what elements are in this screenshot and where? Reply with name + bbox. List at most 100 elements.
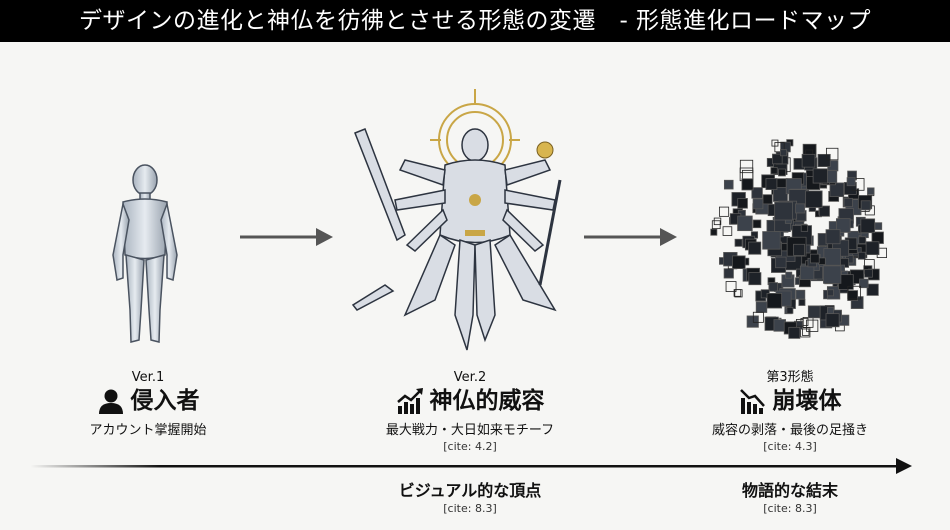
pixel-fragment (846, 177, 856, 187)
timeline-label-1: ビジュアル的な頂点 [cite: 8.3] (350, 480, 590, 516)
pixel-fragment (805, 190, 823, 208)
stage-name: 崩壊体 (772, 388, 842, 414)
stage-version: 第3形態 (766, 370, 814, 385)
pixel-fragment (711, 220, 721, 230)
pixel-fragment (732, 255, 746, 269)
pixel-fragment (827, 289, 834, 297)
pixel-fragment (806, 319, 819, 332)
pixel-fragment (774, 142, 785, 153)
pixel-fragment (725, 281, 737, 292)
stage-name: 侵入者 (130, 388, 200, 414)
pixel-fragment (817, 153, 831, 168)
pixel-fragment (827, 306, 834, 314)
pixel-fragment (864, 268, 873, 278)
pixel-fragment (860, 218, 876, 234)
stage-1: Ver.1 侵入者 アカウント掌握開始 (18, 370, 278, 440)
pixel-fragment (748, 272, 762, 286)
timeline-label: ビジュアル的な頂点 (398, 481, 542, 500)
person-icon (98, 389, 123, 414)
pixel-fragment (723, 268, 734, 279)
pixel-fragment (765, 178, 778, 190)
pixel-fragment (775, 256, 787, 269)
pixel-fragment (772, 153, 783, 165)
timeline-label-2: 物語的な結末 [cite: 8.3] (670, 480, 910, 516)
pixel-fragment (802, 328, 810, 336)
pixel-fragment (818, 257, 826, 265)
pixel-fragment (825, 229, 841, 245)
pixel-fragment (799, 265, 815, 280)
pixel-fragment (762, 194, 773, 205)
pixel-fragment (788, 326, 801, 339)
pixel-fragment (766, 292, 783, 309)
pixel-fragment (773, 319, 786, 332)
stage-description: 威容の剥落・最後の足掻き (711, 423, 868, 438)
pixel-fragment (718, 206, 730, 217)
stage-version: Ver.1 (131, 370, 165, 385)
disintegrating-form-illustration (710, 139, 887, 339)
stage-2: Ver.2 神仏的威容 最大戦力・大日如来モチーフ [cite: 4.2] (340, 370, 600, 454)
humanoid-figure-illustration (112, 164, 178, 343)
stage-cite: [cite: 4.2] (443, 440, 497, 453)
timeline-label: 物語的な結末 (741, 481, 838, 500)
progression-arrow-2 (584, 228, 677, 246)
pixel-fragment (867, 187, 875, 195)
stage-description: アカウント掌握開始 (89, 423, 207, 438)
stage-cite: [cite: 4.3] (763, 440, 817, 453)
pixel-fragment (825, 147, 839, 161)
pixel-fragment (737, 198, 748, 209)
chart-down-icon (739, 389, 765, 414)
pixel-fragment (751, 187, 763, 199)
chart-up-icon (396, 388, 423, 414)
pixel-fragment (774, 201, 793, 221)
progression-arrow-1 (240, 228, 333, 246)
pixel-fragment (733, 289, 742, 297)
pixel-fragment (710, 228, 718, 236)
pixel-fragment (847, 285, 862, 300)
pixel-fragment (795, 203, 806, 214)
pixel-fragment (857, 251, 866, 260)
pixel-fragment (786, 306, 794, 314)
pixel-fragment (801, 153, 816, 168)
pixel-fragment (800, 224, 809, 232)
pixel-fragment (825, 313, 840, 328)
stage-name: 神仏的威容 (429, 388, 545, 414)
pixel-fragment (843, 197, 853, 208)
pixel-fragment (722, 226, 733, 236)
pixel-fragment (874, 222, 883, 230)
pixel-fragment (770, 167, 778, 175)
pixel-fragment (778, 168, 786, 177)
pixel-fragment (755, 301, 768, 313)
pixel-fragment (866, 283, 879, 296)
pixel-fragment (734, 238, 743, 247)
pixel-fragment (748, 241, 762, 255)
pixel-fragment (860, 200, 871, 211)
pixel-fragment (818, 205, 830, 217)
pixel-fragment (810, 253, 820, 264)
timeline-cite: [cite: 8.3] (763, 502, 817, 515)
pixel-fragment (713, 217, 722, 226)
pixel-fragment (768, 282, 778, 292)
pixel-fragment (823, 248, 841, 266)
pixel-fragment (762, 231, 781, 250)
deity-figure-illustration (351, 89, 562, 351)
pixel-fragment (798, 298, 806, 306)
pixel-fragment (807, 305, 821, 319)
stage-3: 第3形態 崩壊体 威容の剥落・最後の足掻き [cite: 4.3] (660, 370, 920, 454)
pixel-fragment (812, 168, 828, 184)
pixel-fragment (823, 265, 842, 284)
pixel-fragment (780, 149, 787, 157)
pixel-fragment (741, 178, 754, 191)
timeline-cite: [cite: 8.3] (443, 502, 497, 515)
pixel-fragment (859, 278, 869, 289)
stage-version: Ver.2 (453, 370, 487, 385)
pixel-fragment (752, 311, 764, 323)
pixel-fragment (795, 289, 806, 300)
stage-description: 最大戦力・大日如来モチーフ (385, 423, 555, 438)
pixel-fragment (737, 215, 753, 232)
pixel-fragment (746, 315, 759, 328)
pixel-fragment (793, 243, 806, 256)
timeline-arrow (30, 458, 912, 474)
pixel-fragment (723, 179, 734, 190)
pixel-fragment (752, 198, 764, 210)
pixel-fragment (865, 241, 880, 256)
